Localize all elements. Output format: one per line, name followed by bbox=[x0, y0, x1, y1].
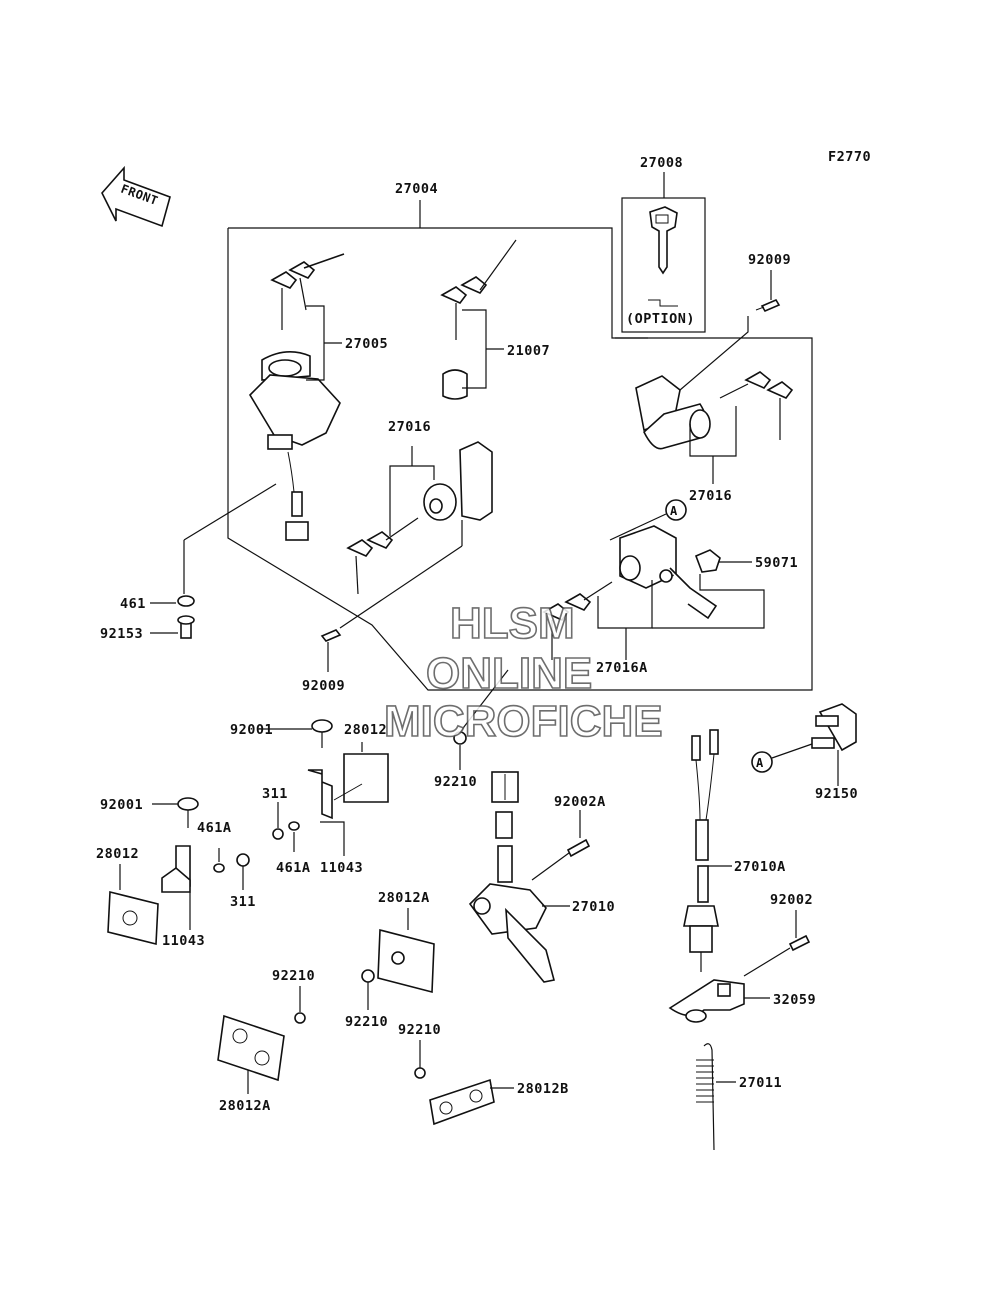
bracket-11043-upper bbox=[307, 753, 389, 820]
lock-27016-left bbox=[346, 441, 493, 595]
nut-92210-upper bbox=[453, 669, 509, 770]
label-11043-lower: 11043 bbox=[162, 933, 205, 949]
watermark-line2: ONLINE bbox=[426, 649, 592, 698]
reflector-28012-lower bbox=[107, 890, 159, 946]
label-92210-mid: 92210 bbox=[345, 1014, 388, 1030]
nut-92210-left bbox=[294, 986, 306, 1024]
label-27016A: 27016A bbox=[596, 660, 648, 676]
label-27008: 27008 bbox=[640, 155, 683, 171]
label-28012A-upper: 28012A bbox=[378, 890, 430, 906]
option-label: (OPTION) bbox=[626, 311, 695, 327]
main-set-outline bbox=[227, 200, 813, 691]
label-311-lower: 311 bbox=[230, 894, 256, 910]
label-92001-upper: 92001 bbox=[230, 722, 273, 738]
watermark-line3: MICROFICHE bbox=[384, 697, 663, 746]
label-92002A: 92002A bbox=[554, 794, 606, 810]
switch-27010A bbox=[683, 729, 719, 972]
option-key-box bbox=[621, 172, 706, 333]
nut-311-lower bbox=[213, 848, 250, 890]
label-28012A-lower: 28012A bbox=[219, 1098, 271, 1114]
bracket-32059 bbox=[668, 979, 770, 1023]
label-32059: 32059 bbox=[773, 992, 816, 1008]
label-27016-right: 27016 bbox=[689, 488, 732, 504]
label-461A-lower: 461A bbox=[197, 820, 232, 836]
bolt-92153 bbox=[177, 615, 195, 639]
watermark: HLSM ONLINE MICROFICHE bbox=[383, 598, 663, 747]
screw-92009-bottom bbox=[320, 520, 463, 672]
label-92150: 92150 bbox=[815, 786, 858, 802]
reflector-28012A-upper bbox=[377, 908, 435, 994]
label-27005: 27005 bbox=[345, 336, 388, 352]
label-27004: 27004 bbox=[395, 181, 438, 197]
callout-a-top: A bbox=[609, 499, 687, 541]
switch-27010 bbox=[468, 771, 591, 983]
label-28012B: 28012B bbox=[517, 1081, 569, 1097]
label-27010: 27010 bbox=[572, 899, 615, 915]
clip-59071 bbox=[652, 549, 765, 629]
label-92210-left: 92210 bbox=[272, 968, 315, 984]
label-92210-upper: 92210 bbox=[434, 774, 477, 790]
screw-92009-top bbox=[679, 270, 781, 391]
bolts-92150: A bbox=[751, 703, 857, 786]
front-direction-arrow: FRONT bbox=[101, 165, 171, 228]
label-59071: 59071 bbox=[755, 555, 798, 571]
label-92210-bottom: 92210 bbox=[398, 1022, 441, 1038]
lock-27016-right bbox=[635, 371, 794, 450]
label-27016-left: 27016 bbox=[388, 419, 431, 435]
bracket-11043-lower bbox=[161, 845, 191, 930]
washer-461 bbox=[177, 483, 277, 607]
label-461A-upper: 461A bbox=[276, 860, 311, 876]
helmet-lock-keys bbox=[440, 239, 517, 400]
figure-code: F2770 bbox=[828, 149, 871, 165]
lock-27016A bbox=[542, 525, 718, 660]
callout-a-top-letter: A bbox=[670, 504, 678, 518]
label-27011: 27011 bbox=[739, 1075, 782, 1091]
spring-27011 bbox=[696, 1043, 736, 1151]
reflector-28012A-lower bbox=[217, 1014, 285, 1094]
label-28012-upper: 28012 bbox=[344, 722, 387, 738]
label-461: 461 bbox=[120, 596, 146, 612]
label-21007: 21007 bbox=[507, 343, 550, 359]
label-92002: 92002 bbox=[770, 892, 813, 908]
ignition-switch bbox=[248, 253, 345, 541]
label-92009-bottom: 92009 bbox=[302, 678, 345, 694]
nut-92210-mid bbox=[361, 969, 375, 1010]
bolt-92001-lower bbox=[152, 797, 199, 828]
label-27010A: 27010A bbox=[734, 859, 786, 875]
nut-311-upper bbox=[272, 802, 345, 856]
watermark-line1: HLSM bbox=[450, 599, 575, 648]
label-311-upper: 311 bbox=[262, 786, 288, 802]
bolt-92001-upper bbox=[258, 719, 333, 748]
callout-a-right-letter: A bbox=[756, 756, 764, 770]
label-11043-upper: 11043 bbox=[320, 860, 363, 876]
label-92001-lower: 92001 bbox=[100, 797, 143, 813]
label-28012-lower: 28012 bbox=[96, 846, 139, 862]
label-92009-top: 92009 bbox=[748, 252, 791, 268]
nut-92210-bottom bbox=[414, 1040, 426, 1079]
screw-92002 bbox=[743, 910, 811, 977]
reflector-28012B bbox=[429, 1078, 514, 1126]
label-92153: 92153 bbox=[100, 626, 143, 642]
